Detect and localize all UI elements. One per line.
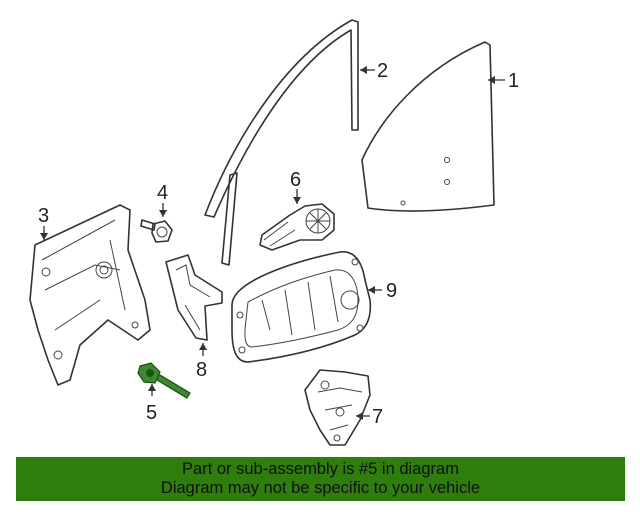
part-9-module-carrier (231, 251, 372, 363)
info-banner: Part or sub-assembly is #5 in diagram Di… (16, 457, 625, 501)
callout-7: 7 (372, 406, 383, 428)
callout-6: 6 (290, 169, 301, 191)
callout-1: 1 (508, 70, 519, 92)
parts-diagram: 1 2 3 4 5 6 (29, 19, 519, 446)
part-8-cover (165, 254, 223, 341)
part-7-bracket (304, 369, 371, 446)
part-3-window-regulator (29, 204, 151, 386)
part-5-bolt-highlighted (137, 362, 191, 399)
callout-8: 8 (196, 359, 207, 381)
callout-5: 5 (146, 402, 157, 424)
part-6-window-motor (259, 203, 335, 251)
part-4-bolt (140, 219, 173, 243)
part-1-door-glass (361, 41, 495, 212)
banner-line-1: Part or sub-assembly is #5 in diagram (182, 460, 459, 478)
callout-9: 9 (386, 280, 397, 302)
part-2-run-channel (204, 19, 359, 266)
banner-line-2: Diagram may not be specific to your vehi… (160, 479, 481, 497)
callout-3: 3 (38, 205, 49, 227)
callout-4: 4 (157, 182, 168, 204)
callout-2: 2 (377, 60, 388, 82)
